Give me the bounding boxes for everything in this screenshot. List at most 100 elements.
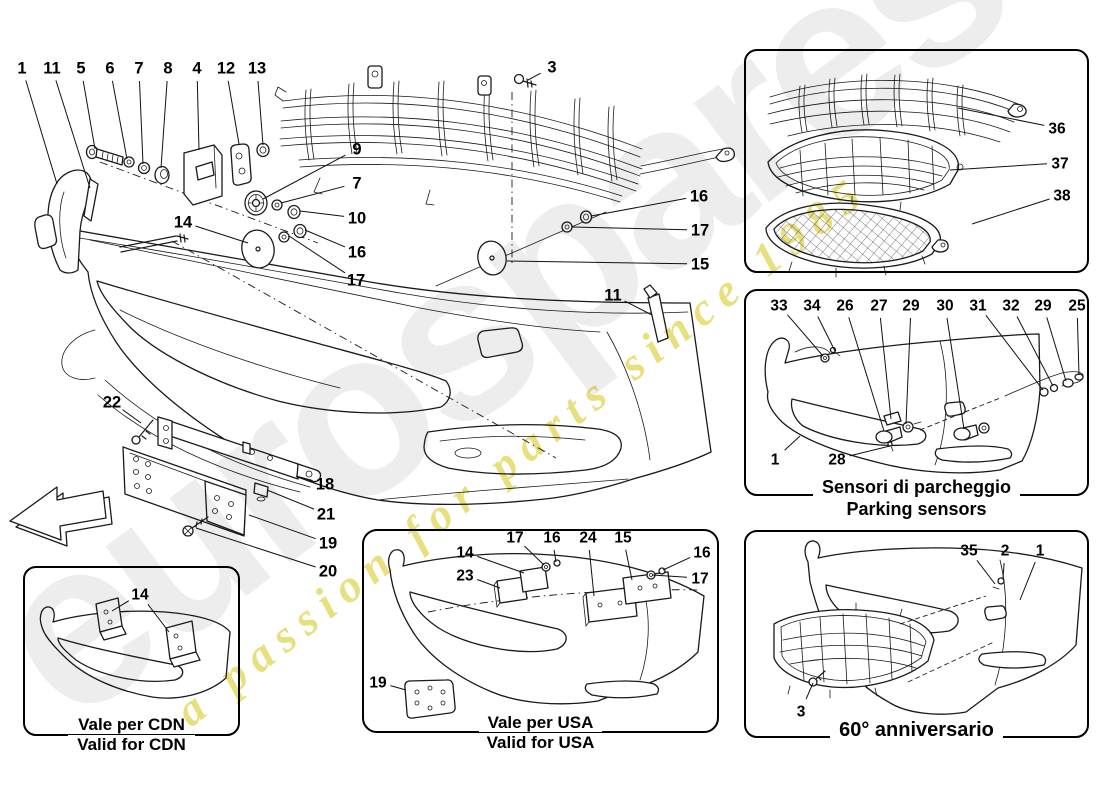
callout-19: 19 <box>369 675 387 692</box>
leader-line-20 <box>195 527 316 568</box>
callout-1: 1 <box>771 452 780 469</box>
leader-line-13 <box>257 80 264 146</box>
license-plate-bracket-assembly <box>122 416 322 537</box>
callout-6: 6 <box>105 60 114 78</box>
leader-line-19 <box>248 514 316 540</box>
leader-line-15 <box>506 260 688 265</box>
leader-line-19 <box>390 685 407 691</box>
callout-32: 32 <box>1002 298 1019 315</box>
usa-box-frame <box>362 529 719 733</box>
leader-line-4 <box>196 80 200 151</box>
parking-sensors-art <box>764 333 1084 474</box>
callout-28: 28 <box>828 452 846 469</box>
leader-line-3 <box>805 682 814 700</box>
leader-line-14 <box>111 600 130 612</box>
cdn-art <box>39 597 231 699</box>
leader-line-5 <box>82 80 96 150</box>
leader-line-30 <box>946 317 965 430</box>
callout-22: 22 <box>103 394 121 412</box>
leader-line-32 <box>1016 316 1054 387</box>
grille-options-art <box>765 73 1027 278</box>
callout-33: 33 <box>770 298 788 315</box>
leader-line-37 <box>949 163 1048 171</box>
leader-line-12 <box>227 80 240 145</box>
callout-2: 2 <box>1001 543 1010 560</box>
callout-18: 18 <box>316 476 334 494</box>
cdn-caption-english: Valid for CDN <box>68 735 195 754</box>
leader-line-3 <box>527 72 541 81</box>
front-bumper <box>34 169 712 506</box>
callout-15: 15 <box>691 256 709 274</box>
leader-line-21 <box>266 489 315 510</box>
callout-3: 3 <box>547 59 556 77</box>
leader-line-11 <box>55 80 91 189</box>
callout-31: 31 <box>969 298 987 315</box>
callout-16: 16 <box>348 244 366 262</box>
leader-line-6 <box>111 80 128 160</box>
leader-line-18 <box>295 475 313 481</box>
leader-line-14 <box>147 603 170 633</box>
callout-1: 1 <box>17 60 26 78</box>
leader-line-17 <box>571 226 688 231</box>
leader-line-34 <box>817 316 836 352</box>
callout-38: 38 <box>1053 188 1071 205</box>
anniversary-art <box>773 540 1083 715</box>
leader-line-35 <box>976 559 996 585</box>
callout-16: 16 <box>690 188 708 206</box>
callout-29: 29 <box>1034 298 1052 315</box>
grilles-box-frame <box>744 49 1089 273</box>
callout-17: 17 <box>347 272 365 290</box>
leader-line-25 <box>1076 317 1080 376</box>
leader-line-1 <box>25 80 58 185</box>
leader-line-16 <box>304 229 346 248</box>
usa-caption: Vale per USA Valid for USA <box>363 713 718 753</box>
callout-17: 17 <box>691 222 709 240</box>
callout-19: 19 <box>319 535 337 553</box>
callout-3: 3 <box>797 704 806 721</box>
callout-16: 16 <box>693 545 711 562</box>
callout-34: 34 <box>803 298 821 315</box>
callout-1: 1 <box>1036 543 1045 560</box>
leader-line-1 <box>784 435 801 451</box>
leader-line-31 <box>985 314 1044 391</box>
leader-line-22 <box>122 409 142 424</box>
leader-line-16 <box>553 549 557 563</box>
anniversary-caption-text: 60° anniversario <box>830 720 1003 740</box>
callout-12: 12 <box>217 60 235 78</box>
leader-line-7 <box>280 185 345 204</box>
callout-37: 37 <box>1051 156 1068 173</box>
usa-art <box>387 549 705 719</box>
callout-16: 16 <box>543 530 561 547</box>
leader-line-24 <box>588 549 595 597</box>
leader-line-8 <box>160 80 168 169</box>
callout-10: 10 <box>348 210 366 228</box>
callout-30: 30 <box>936 298 953 315</box>
callout-26: 26 <box>836 298 854 315</box>
callout-11: 11 <box>43 60 60 78</box>
leader-line-36 <box>957 107 1045 126</box>
usa-caption-english: Valid for USA <box>477 733 604 752</box>
leader-line-15 <box>625 549 633 581</box>
leader-line-27 <box>879 317 892 420</box>
callout-7: 7 <box>134 60 143 78</box>
callout-14: 14 <box>131 587 149 604</box>
leader-line-26 <box>848 317 885 432</box>
callout-11: 11 <box>604 287 621 305</box>
front-grille-assembly <box>274 65 735 206</box>
leader-line-16 <box>662 556 691 571</box>
callout-25: 25 <box>1068 298 1086 315</box>
leader-line-14 <box>477 555 525 574</box>
parking-caption-italian: Sensori di parcheggio <box>812 476 1021 498</box>
parking-sensors-caption: Sensori di parcheggio Parking sensors <box>745 476 1088 520</box>
leader-line-14 <box>195 225 249 244</box>
leader-line-23 <box>477 579 501 589</box>
callout-5: 5 <box>76 60 85 78</box>
callout-36: 36 <box>1048 121 1066 138</box>
leader-line-17 <box>651 574 688 578</box>
leader-line-17 <box>524 545 545 566</box>
leader-line-10 <box>299 210 345 217</box>
callout-8: 8 <box>163 60 172 78</box>
parking-caption-english: Parking sensors <box>837 498 996 520</box>
leader-line-9 <box>262 154 346 200</box>
leader-line-1 <box>1019 561 1036 601</box>
